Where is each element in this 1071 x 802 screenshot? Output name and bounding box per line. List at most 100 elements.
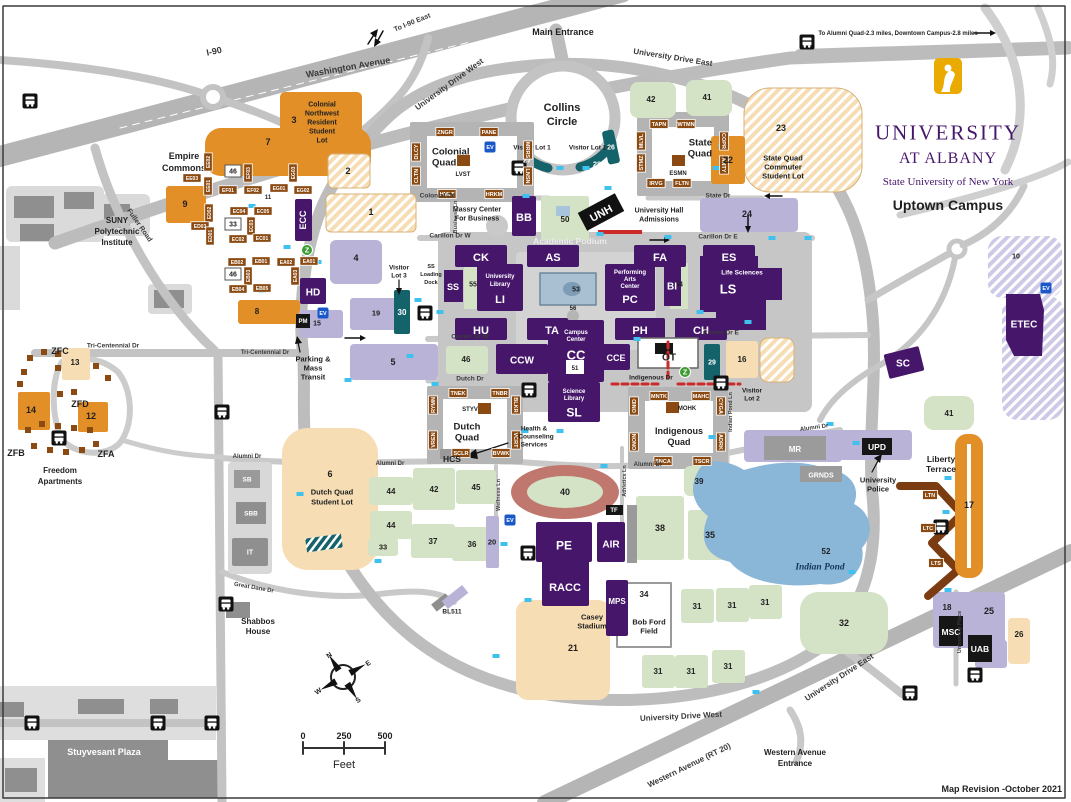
svg-text:Services: Services bbox=[521, 441, 548, 448]
map-label: AIR bbox=[602, 540, 620, 551]
map-label: ONID bbox=[629, 396, 639, 416]
svg-text:PC: PC bbox=[622, 294, 637, 306]
svg-text:Z: Z bbox=[683, 368, 688, 377]
svg-text:EG03: EG03 bbox=[291, 166, 297, 179]
svg-text:41: 41 bbox=[703, 93, 712, 102]
bldg-university-library bbox=[477, 264, 523, 311]
bldg-fa bbox=[634, 245, 686, 267]
bldg-it bbox=[232, 538, 268, 566]
svg-text:SC: SC bbox=[896, 359, 910, 370]
map-shape bbox=[344, 681, 357, 699]
map-shape bbox=[627, 505, 637, 563]
map-label: Quad bbox=[455, 432, 479, 443]
svg-text:S: S bbox=[355, 696, 363, 705]
map-shape bbox=[566, 360, 584, 374]
svg-text:Arts: Arts bbox=[624, 277, 637, 283]
label-main-entrance: Main Entrance bbox=[532, 27, 594, 37]
lot-32 bbox=[800, 592, 888, 654]
map-label: 7 bbox=[265, 137, 270, 147]
svg-text:IT: IT bbox=[247, 550, 254, 557]
map-label: 53 bbox=[572, 287, 580, 294]
map-label: Institute bbox=[101, 238, 133, 247]
map-label: SS bbox=[447, 282, 459, 292]
svg-text:State Quad: State Quad bbox=[763, 154, 803, 163]
interchange-circle bbox=[200, 84, 226, 110]
map-label: CLTN bbox=[411, 166, 421, 186]
lot-33b bbox=[368, 538, 398, 556]
map-label: VCRT bbox=[511, 430, 521, 450]
map-label: MAHC bbox=[691, 391, 711, 401]
bldg-sc bbox=[883, 346, 925, 379]
bus-stop-icon bbox=[967, 667, 983, 683]
map-shape bbox=[990, 30, 996, 36]
map-label: For Business bbox=[455, 216, 499, 223]
svg-text:Stadium: Stadium bbox=[577, 622, 607, 631]
svg-text:Center: Center bbox=[620, 284, 640, 290]
map-shape bbox=[817, 255, 958, 423]
map-label: Loading bbox=[420, 272, 441, 278]
svg-text:Commons: Commons bbox=[162, 163, 206, 173]
lot-45 bbox=[456, 470, 496, 504]
svg-text:Visitor: Visitor bbox=[389, 264, 410, 271]
liberty-terrace-bldgs bbox=[896, 482, 966, 600]
map-label: State Quad bbox=[763, 154, 803, 163]
svg-text:DLCY: DLCY bbox=[414, 144, 420, 159]
map-label: Bob Ford bbox=[632, 618, 666, 627]
svg-text:CH: CH bbox=[693, 325, 709, 337]
map-label: 44 bbox=[387, 521, 396, 530]
map-shape bbox=[944, 64, 952, 72]
map-label: IRVG bbox=[646, 178, 666, 188]
bus-stop-icon bbox=[902, 685, 918, 701]
svg-text:ZFB: ZFB bbox=[7, 448, 25, 458]
svg-text:EV: EV bbox=[486, 145, 494, 151]
svg-text:To I-90 East: To I-90 East bbox=[393, 12, 432, 33]
svg-text:University: University bbox=[485, 274, 515, 280]
svg-text:Commuter: Commuter bbox=[764, 163, 802, 172]
svg-text:42: 42 bbox=[430, 485, 439, 494]
freedom-apartment-unit bbox=[41, 349, 47, 355]
svg-text:15: 15 bbox=[313, 321, 321, 328]
svg-text:Institute: Institute bbox=[101, 238, 133, 247]
map-label: 25 bbox=[984, 606, 994, 616]
map-label: EA01 bbox=[299, 256, 319, 266]
bldg-uab bbox=[968, 635, 992, 662]
map-label: Visitor bbox=[389, 264, 410, 271]
svg-text:EC04: EC04 bbox=[233, 209, 246, 215]
map-label: EC01 bbox=[252, 233, 272, 243]
svg-text:BI: BI bbox=[667, 282, 677, 293]
map-label: 39 bbox=[695, 477, 704, 486]
map-label: STYV bbox=[462, 407, 478, 413]
map-label: SB bbox=[242, 476, 251, 483]
map-shape bbox=[370, 29, 378, 38]
svg-text:Parking &: Parking & bbox=[295, 355, 331, 364]
map-label: EG02 bbox=[293, 185, 313, 195]
svg-text:TF: TF bbox=[610, 508, 618, 514]
svg-text:LTN: LTN bbox=[925, 493, 935, 499]
svg-text:Map Revision -October 2021: Map Revision -October 2021 bbox=[941, 784, 1062, 794]
label-indian-pond: Indian Pond bbox=[794, 562, 845, 572]
svg-text:44: 44 bbox=[387, 521, 396, 530]
freedom-apartment-unit bbox=[17, 381, 23, 387]
label-uptown-campus: Uptown Campus bbox=[893, 197, 1004, 213]
svg-text:COPR: COPR bbox=[720, 133, 726, 149]
map-label: TAPN bbox=[649, 119, 669, 129]
map-label: LTC bbox=[920, 523, 936, 533]
accessible-entrance-icon bbox=[944, 588, 952, 592]
svg-text:45: 45 bbox=[472, 483, 481, 492]
map-label: Apartments bbox=[38, 477, 83, 486]
svg-text:TAPN: TAPN bbox=[652, 122, 667, 128]
map-label: Campus bbox=[564, 330, 588, 336]
map-label: LTN bbox=[922, 490, 938, 500]
bldg-performing-arts bbox=[605, 264, 655, 311]
map-label: 12 bbox=[86, 411, 96, 421]
svg-text:37: 37 bbox=[429, 537, 438, 546]
map-shape bbox=[527, 476, 603, 508]
map-label: 42 bbox=[647, 95, 656, 104]
map-shape bbox=[655, 343, 673, 354]
map-label: STMZ bbox=[636, 153, 646, 173]
svg-text:VREN: VREN bbox=[431, 432, 437, 447]
lot-50 bbox=[541, 196, 589, 240]
svg-text:ETEC: ETEC bbox=[1011, 320, 1038, 331]
svg-text:Loading: Loading bbox=[420, 272, 441, 278]
